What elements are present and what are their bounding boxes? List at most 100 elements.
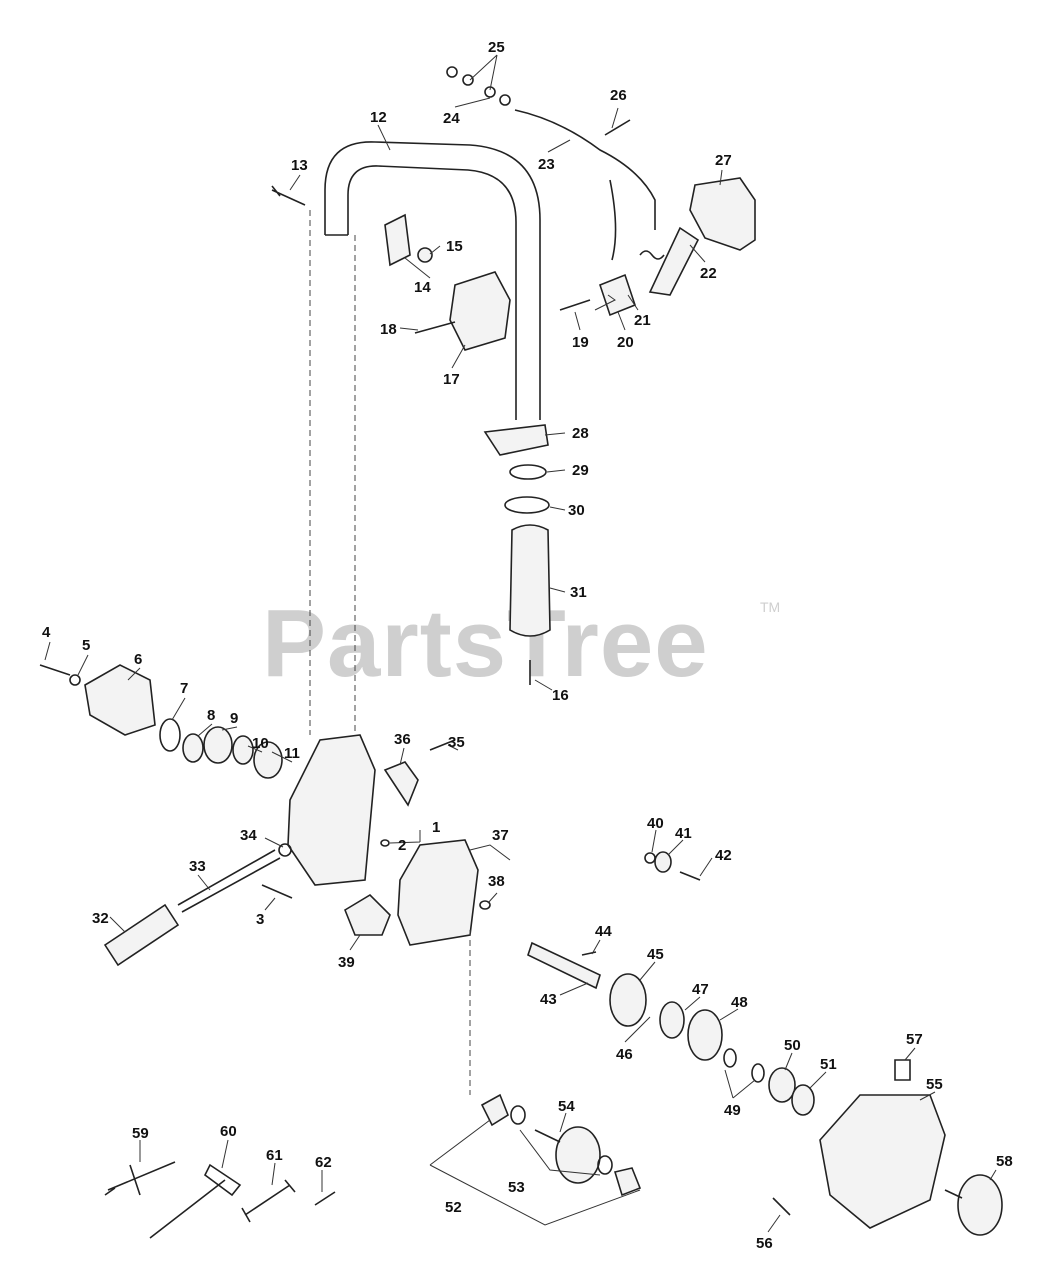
part-15-nut bbox=[417, 247, 433, 263]
watermark-trademark: TM bbox=[760, 599, 780, 615]
callout-53: 53 bbox=[508, 1179, 525, 1196]
callout-12: 12 bbox=[370, 109, 387, 126]
callout-24: 24 bbox=[443, 110, 460, 127]
watermark-text: PartsTree bbox=[262, 590, 709, 697]
callout-labels: 1 2 3 4 5 6 7 8 9 10 11 12 13 14 15 16 1… bbox=[42, 39, 1013, 1252]
bracket-52 bbox=[429, 1119, 641, 1226]
callout-4: 4 bbox=[42, 624, 51, 641]
callout-9: 9 bbox=[230, 710, 238, 727]
callout-27: 27 bbox=[715, 152, 732, 169]
callout-33: 33 bbox=[189, 858, 206, 875]
callout-16: 16 bbox=[552, 687, 569, 704]
part-45-gear bbox=[609, 973, 647, 1027]
callout-32: 32 bbox=[92, 910, 109, 927]
part-26-pin bbox=[604, 119, 631, 136]
callout-57: 57 bbox=[906, 1031, 923, 1048]
callout-18: 18 bbox=[380, 321, 397, 338]
callout-40: 40 bbox=[647, 815, 664, 832]
callout-46: 46 bbox=[616, 1046, 633, 1063]
callout-19: 19 bbox=[572, 334, 589, 351]
part-39-collar bbox=[344, 893, 391, 936]
part-59-tool bbox=[104, 1161, 176, 1196]
callout-44: 44 bbox=[595, 923, 612, 940]
callout-58: 58 bbox=[996, 1153, 1013, 1170]
part-18-screw bbox=[414, 321, 456, 334]
callout-35: 35 bbox=[448, 734, 465, 751]
part-24-25-nuts bbox=[446, 66, 511, 106]
callout-41: 41 bbox=[675, 825, 692, 842]
part-62-pin bbox=[314, 1191, 336, 1206]
callout-43: 43 bbox=[540, 991, 557, 1008]
part-57-label bbox=[894, 1059, 911, 1081]
callout-51: 51 bbox=[820, 1056, 837, 1073]
callout-21: 21 bbox=[634, 312, 651, 329]
callout-55: 55 bbox=[926, 1076, 943, 1093]
part-32-side-grip bbox=[103, 903, 180, 967]
part-38-pin bbox=[479, 900, 491, 910]
callout-50: 50 bbox=[784, 1037, 801, 1054]
callout-3: 3 bbox=[256, 911, 264, 928]
callout-23: 23 bbox=[538, 156, 555, 173]
callout-37: 37 bbox=[492, 827, 509, 844]
callout-39: 39 bbox=[338, 954, 355, 971]
callout-34: 34 bbox=[240, 827, 257, 844]
callout-38: 38 bbox=[488, 873, 505, 890]
part-14-bracket bbox=[384, 213, 411, 267]
part-1-gear-case bbox=[287, 734, 376, 886]
part-35-bolt bbox=[429, 739, 456, 751]
part-37-gear-case bbox=[397, 839, 479, 946]
callout-42: 42 bbox=[715, 847, 732, 864]
part-43-shaft bbox=[527, 941, 601, 990]
part-48-gear bbox=[687, 1009, 723, 1061]
part-40-42-fasteners bbox=[644, 851, 701, 881]
callout-45: 45 bbox=[647, 946, 664, 963]
part-13-bolt bbox=[271, 185, 306, 206]
callout-5: 5 bbox=[82, 637, 90, 654]
part-2-pin bbox=[380, 839, 390, 847]
part-21-spring bbox=[639, 250, 665, 260]
callout-62: 62 bbox=[315, 1154, 332, 1171]
callout-49: 49 bbox=[724, 1102, 741, 1119]
part-50-bearing bbox=[768, 1067, 796, 1103]
part-61-spanner bbox=[241, 1179, 296, 1223]
callout-15: 15 bbox=[446, 238, 463, 255]
part-52-bushing-a bbox=[480, 1093, 509, 1127]
part-56-screw bbox=[772, 1197, 791, 1216]
chuck-assembly bbox=[39, 664, 283, 779]
part-36-clip bbox=[383, 761, 419, 807]
callout-17: 17 bbox=[443, 371, 460, 388]
bracket-53 bbox=[519, 1129, 601, 1176]
callout-20: 20 bbox=[617, 334, 634, 351]
part-28-clamp bbox=[483, 424, 549, 456]
callout-14: 14 bbox=[414, 279, 431, 296]
callout-22: 22 bbox=[700, 265, 717, 282]
part-30-washer bbox=[504, 496, 550, 514]
callout-56: 56 bbox=[756, 1235, 773, 1252]
callout-31: 31 bbox=[570, 584, 587, 601]
part-52-bushing-b bbox=[613, 1167, 642, 1197]
part-17-switch-housing bbox=[449, 271, 511, 351]
part-34-nut bbox=[278, 843, 292, 857]
callout-30: 30 bbox=[568, 502, 585, 519]
callout-10: 10 bbox=[252, 735, 269, 752]
callout-2: 2 bbox=[398, 837, 406, 854]
part-49-washer-b bbox=[751, 1063, 765, 1083]
part-19-screw bbox=[559, 299, 591, 311]
callout-47: 47 bbox=[692, 981, 709, 998]
callout-25: 25 bbox=[488, 39, 505, 56]
part-12-handle bbox=[324, 141, 541, 420]
part-60-wrench-t bbox=[149, 1163, 242, 1239]
callout-61: 61 bbox=[266, 1147, 283, 1164]
callout-48: 48 bbox=[731, 994, 748, 1011]
callout-36: 36 bbox=[394, 731, 411, 748]
part-53-washer bbox=[510, 1105, 526, 1125]
part-51-bearing bbox=[791, 1084, 815, 1116]
part-58-knob bbox=[957, 1174, 1003, 1236]
callout-6: 6 bbox=[134, 651, 142, 668]
callout-54: 54 bbox=[558, 1098, 575, 1115]
part-31-grip bbox=[509, 524, 551, 637]
part-33-rod bbox=[177, 849, 281, 913]
callout-8: 8 bbox=[207, 707, 215, 724]
part-55-gear-cover bbox=[819, 1094, 946, 1229]
